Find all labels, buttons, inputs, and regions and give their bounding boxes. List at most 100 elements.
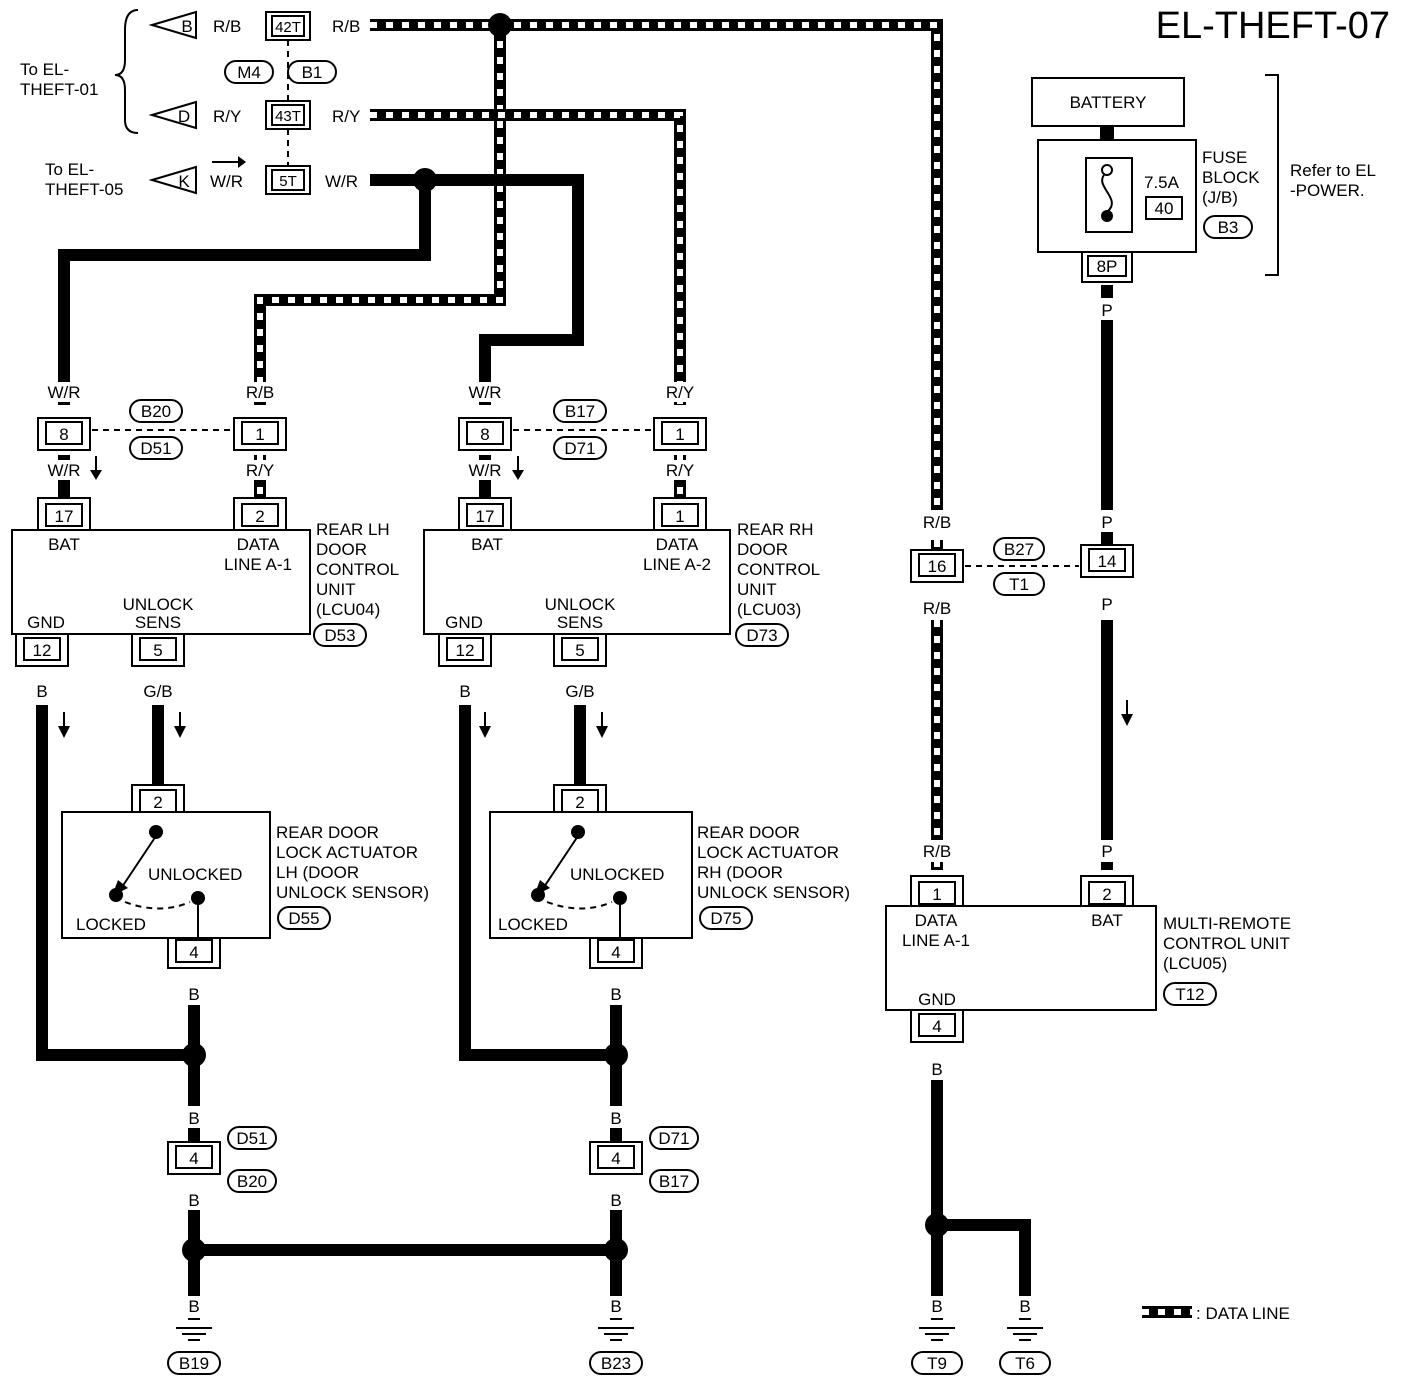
conn-b1: B1 (302, 63, 323, 82)
wire-label: B (36, 682, 47, 701)
unlock-label-1: UNLOCK (545, 595, 617, 614)
wire-label: R/B (246, 383, 274, 402)
pin-17: 17 (55, 507, 74, 526)
conn-d75: D75 (710, 909, 741, 928)
rear-lh-door-control-unit: W/R R/B 8 1 B20 D51 W/R R/Y 17 2 BAT DAT… (11, 382, 399, 738)
legend: : DATA LINE (1142, 1304, 1290, 1323)
conn-b20: B20 (237, 1172, 267, 1191)
connector-d-letter: D (178, 107, 190, 126)
pin-2: 2 (153, 793, 162, 812)
wire-label: W/R (47, 461, 80, 480)
rh-ground-circuit: B 4 D71 B17 B B B23 (589, 1106, 699, 1375)
unit-name-4: UNIT (737, 580, 777, 599)
unlocked-label: UNLOCKED (570, 865, 664, 884)
unlock-label-2: SENS (135, 613, 181, 632)
conn-d51: D51 (236, 1129, 267, 1148)
actuator-name-3: LH (DOOR (276, 863, 359, 882)
wire-rh-gnd (459, 705, 616, 1061)
pin-42t: 42T (275, 19, 301, 36)
pin-43t: 43T (275, 108, 301, 125)
fuse-number: 40 (1155, 199, 1174, 218)
battery-label: BATTERY (1070, 93, 1147, 112)
wire-wr-lh (58, 180, 431, 405)
wire-label: B (931, 1060, 942, 1079)
wire-label: G/B (565, 682, 594, 701)
wire-label: B (188, 1297, 199, 1316)
data-label-1: DATA (915, 911, 958, 930)
pin-4: 4 (189, 943, 198, 962)
pin-1: 1 (675, 507, 684, 526)
pin-16: 16 (928, 557, 947, 576)
pin-8p: 8P (1097, 257, 1118, 276)
lh-actuator-box (61, 811, 271, 939)
wire-label: B (188, 1109, 199, 1128)
actuator-name-3: RH (DOOR (697, 863, 783, 882)
bat-label: BAT (471, 535, 503, 554)
bat-label: BAT (48, 535, 80, 554)
ground-t9: T9 (927, 1354, 947, 1373)
connector-k-arrow (148, 165, 197, 195)
page-title: EL-THEFT-07 (1156, 5, 1390, 47)
actuator-name-4: UNLOCK SENSOR) (276, 883, 429, 902)
wire-label: B (459, 682, 470, 701)
wire-label: R/B (923, 599, 951, 618)
unit-name-2: DOOR (737, 540, 788, 559)
fuse-block-label-3: (J/B) (1202, 188, 1238, 207)
actuator-name-4: UNLOCK SENSOR) (697, 883, 850, 902)
wire-label-wr-out: W/R (325, 172, 358, 191)
unit-name-5: (LCU03) (737, 600, 801, 619)
data-label-2: LINE A-2 (643, 555, 711, 574)
wire-label: W/R (468, 383, 501, 402)
pin: 1 (255, 425, 264, 444)
wire-wr (370, 174, 584, 405)
unlock-label-1: UNLOCK (123, 595, 195, 614)
data-label-1: DATA (237, 535, 280, 554)
ground-icon (919, 1327, 955, 1341)
pin-12: 12 (33, 641, 52, 660)
rh-actuator-box (489, 811, 693, 939)
pin-4: 4 (189, 1149, 198, 1168)
pin-4: 4 (611, 1149, 620, 1168)
unit-name-3: (LCU05) (1163, 954, 1227, 973)
pin-2: 2 (575, 793, 584, 812)
remote-unit-box (885, 905, 1157, 1011)
connector-k-letter: K (178, 172, 190, 191)
wire-lh-gnd (36, 705, 194, 1061)
ref-theft05-line2: THEFT-05 (45, 180, 123, 199)
data-label-2: LINE A-1 (224, 555, 292, 574)
harness-connectors: To EL- THEFT-01 To EL- THEFT-05 B R/B 42… (20, 9, 360, 199)
locked-label: LOCKED (76, 915, 146, 934)
wire-label: P (1101, 595, 1112, 614)
data-label-1: DATA (656, 535, 699, 554)
wire-rb-main (370, 19, 943, 530)
conn-d53: D53 (324, 626, 355, 645)
gnd-label: GND (27, 613, 65, 632)
pin-1: 1 (932, 885, 941, 904)
conn-b27: B27 (1004, 540, 1034, 559)
ref-theft01-line2: THEFT-01 (20, 80, 98, 99)
conn-d73: D73 (746, 626, 777, 645)
wire-label-ry-out: R/Y (332, 107, 360, 126)
legend-data-line: : DATA LINE (1196, 1304, 1290, 1323)
lh-ground-circuit: B 4 D51 B20 B B B19 (167, 1106, 277, 1375)
pin-4: 4 (611, 943, 620, 962)
conn-m4: M4 (237, 63, 261, 82)
wire-label: R/Y (246, 461, 274, 480)
pin-14: 14 (1098, 552, 1117, 571)
fuse-block-label-1: FUSE (1202, 148, 1247, 167)
conn-b17: B17 (565, 402, 595, 421)
actuator-name-1: REAR DOOR (276, 823, 379, 842)
unit-name-5: (LCU04) (316, 600, 380, 619)
fuse-icon (1101, 171, 1113, 213)
pin-17: 17 (476, 507, 495, 526)
unlocked-label: UNLOCKED (148, 865, 242, 884)
rear-rh-door-control-unit: W/R R/Y 8 1 B17 D71 W/R R/Y 17 1 BAT DAT… (423, 382, 820, 738)
bat-label: BAT (1091, 911, 1123, 930)
refer-power-line2: -POWER. (1290, 181, 1365, 200)
battery (1031, 77, 1185, 127)
ground-b19: B19 (179, 1354, 209, 1373)
wire-label: R/Y (666, 461, 694, 480)
gnd-label: GND (918, 990, 956, 1009)
wire-rb-lh (254, 25, 506, 405)
